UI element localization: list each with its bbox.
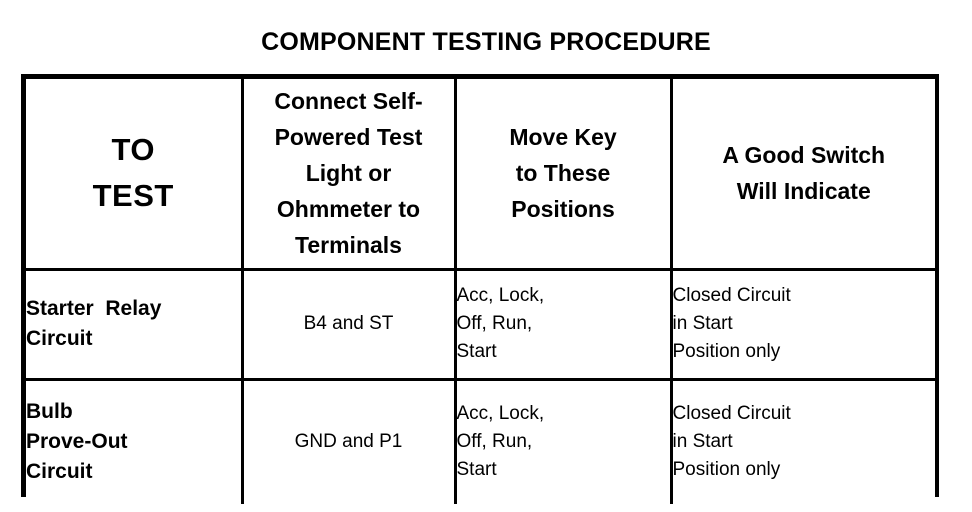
component-testing-table: TO TEST Connect Self- Powered Test Light… xyxy=(21,74,939,504)
row-name-line: Circuit xyxy=(26,460,93,484)
table-row: Starter Relay Circuit B4 and ST Acc, Loc… xyxy=(26,269,935,381)
row-name-starter-relay-circuit: Starter Relay Circuit xyxy=(26,269,244,381)
indication-line: in Start xyxy=(672,313,733,334)
header-line: Move Key xyxy=(509,124,617,151)
header-line: Ohmmeter to xyxy=(276,196,421,223)
header-line: Connect Self- xyxy=(274,88,423,115)
key-position-line: Start xyxy=(456,341,497,362)
key-position-line: Off, Run, xyxy=(456,431,533,453)
header-line: A Good Switch xyxy=(722,142,886,169)
header-line: TEST xyxy=(92,178,174,214)
row-terminals: GND and P1 xyxy=(242,379,457,504)
key-position-line: Acc, Lock, xyxy=(456,403,545,425)
row-indication: Closed Circuit in Start Position only xyxy=(671,379,935,504)
row-key-positions: Acc, Lock, Off, Run, Start xyxy=(455,379,673,504)
key-position-line: Off, Run, xyxy=(456,313,533,334)
header-line: Will Indicate xyxy=(736,178,871,205)
header-cell-key-positions: Move Key to These Positions xyxy=(455,79,673,271)
row-name-line: Bulb xyxy=(26,400,73,424)
header-line: TO xyxy=(111,132,155,168)
table-grid: TO TEST Connect Self- Powered Test Light… xyxy=(26,79,935,504)
indication-line: Position only xyxy=(672,459,781,481)
indication-line: in Start xyxy=(672,431,733,453)
key-position-line: Start xyxy=(456,459,497,481)
header-line: Light or xyxy=(305,160,392,187)
row-name-line: Starter Relay xyxy=(26,297,162,320)
header-cell-to-test: TO TEST xyxy=(26,79,244,271)
table-row: Bulb Prove-Out Circuit GND and P1 Acc, L… xyxy=(26,379,935,504)
indication-line: Closed Circuit xyxy=(672,285,791,306)
row-name-line: Circuit xyxy=(26,327,93,350)
indication-line: Closed Circuit xyxy=(672,403,791,425)
header-cell-good-switch: A Good Switch Will Indicate xyxy=(671,79,935,271)
row-indication: Closed Circuit in Start Position only xyxy=(671,269,935,381)
row-name-bulb-prove-out-circuit: Bulb Prove-Out Circuit xyxy=(26,379,244,504)
header-line: Terminals xyxy=(295,232,402,259)
row-name-line: Prove-Out xyxy=(26,430,128,454)
row-terminals: B4 and ST xyxy=(242,269,457,381)
table-header-row: TO TEST Connect Self- Powered Test Light… xyxy=(26,79,935,271)
key-position-line: Acc, Lock, xyxy=(456,285,545,306)
header-line: Powered Test xyxy=(274,124,423,151)
header-line: to These xyxy=(515,160,611,187)
header-cell-connect-terminals: Connect Self- Powered Test Light or Ohmm… xyxy=(242,79,457,271)
page-title: COMPONENT TESTING PROCEDURE xyxy=(261,28,711,56)
row-key-positions: Acc, Lock, Off, Run, Start xyxy=(455,269,673,381)
header-line: Positions xyxy=(511,196,615,223)
indication-line: Position only xyxy=(672,341,781,362)
